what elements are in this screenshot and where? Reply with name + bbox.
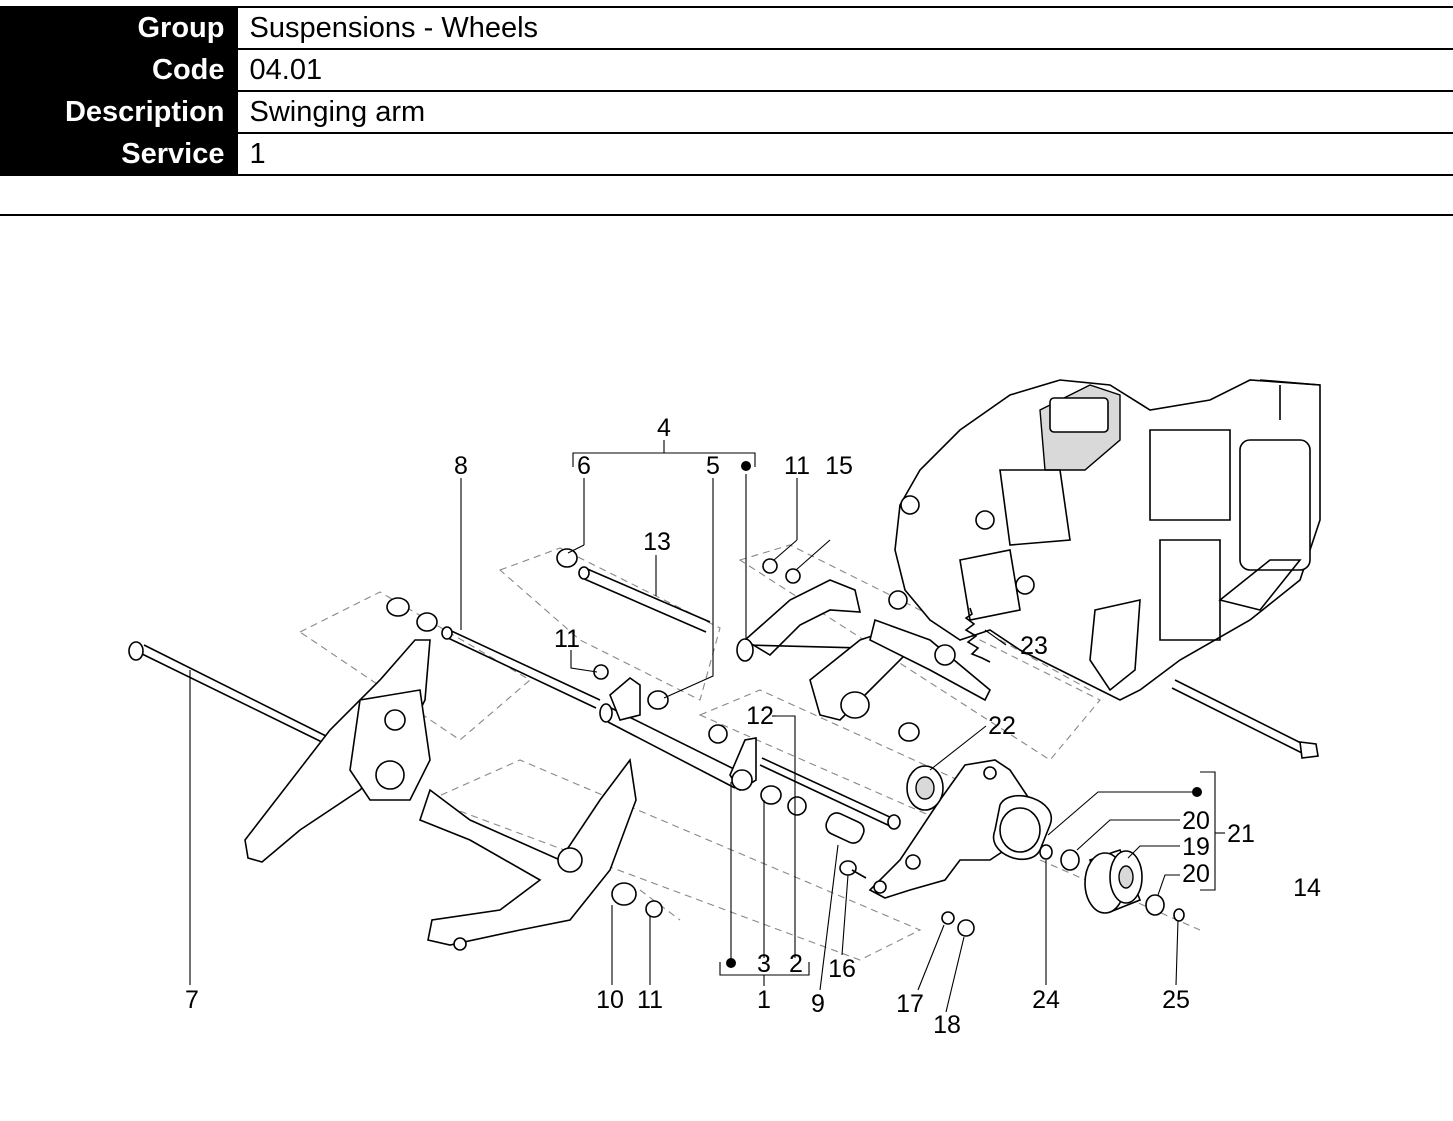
callout-20-lower: 20 — [1182, 860, 1210, 888]
callout-labels: 1 2 3 4 5 6 7 8 9 10 11 11 11 12 13 14 1… — [185, 414, 1321, 1039]
silentblock-bracket — [868, 759, 1053, 899]
part-7-long-bolt — [128, 641, 331, 746]
group-label: Group — [0, 6, 236, 50]
callout-14: 14 — [1293, 874, 1321, 902]
callout-20-upper: 20 — [1182, 807, 1210, 835]
callout-6: 6 — [577, 452, 591, 480]
info-row-description: Description Swinging arm — [0, 90, 1453, 134]
callout-24: 24 — [1032, 986, 1060, 1014]
callout-11-upper: 11 — [784, 452, 810, 480]
part-13-shaft — [578, 566, 711, 633]
description-value: Swinging arm — [234, 90, 1453, 134]
callout-11-middle: 11 — [554, 625, 580, 653]
callout-25: 25 — [1162, 986, 1190, 1014]
code-value: 04.01 — [234, 48, 1453, 92]
part-16-bolt — [839, 860, 867, 879]
callout-16: 16 — [828, 955, 856, 983]
service-value: 1 — [234, 132, 1453, 176]
group-value: Suspensions - Wheels — [234, 6, 1453, 50]
callout-5: 5 — [706, 452, 720, 480]
info-row-service: Service 1 — [0, 132, 1453, 176]
code-label: Code — [0, 48, 236, 92]
part-1-pivot-tube — [599, 676, 757, 792]
callout-19: 19 — [1182, 833, 1210, 861]
service-label: Service — [0, 132, 236, 176]
part-23-spring — [964, 607, 991, 663]
callout-15: 15 — [825, 452, 853, 480]
description-label: Description — [0, 90, 236, 134]
callout-18: 18 — [933, 1011, 961, 1039]
part-12-bolt — [759, 757, 901, 830]
part-8-shaft — [441, 626, 601, 709]
info-row-code: Code 04.01 — [0, 48, 1453, 92]
swing-arm-frame — [244, 639, 637, 951]
small-parts — [386, 548, 1185, 937]
callout-11-lower: 11 — [637, 986, 663, 1014]
callout-2: 2 — [789, 950, 803, 978]
leader-lines — [189, 440, 1225, 1013]
callout-17: 17 — [896, 990, 924, 1018]
callout-22: 22 — [988, 712, 1016, 740]
callout-8: 8 — [454, 452, 468, 480]
callout-21: 21 — [1227, 820, 1255, 848]
rear-swing-link — [736, 579, 991, 721]
callout-7: 7 — [185, 986, 199, 1014]
callout-9: 9 — [811, 990, 825, 1018]
callout-3: 3 — [757, 950, 771, 978]
callout-12: 12 — [746, 702, 774, 730]
callout-4: 4 — [657, 414, 671, 442]
part-14-long-bolt — [1171, 679, 1319, 759]
callout-23: 23 — [1020, 632, 1048, 660]
part-9-spacer — [825, 812, 865, 844]
callout-13: 13 — [643, 528, 671, 556]
callout-10: 10 — [596, 986, 624, 1014]
callout-1: 1 — [757, 986, 771, 1014]
info-row-group: Group Suspensions - Wheels — [0, 6, 1453, 50]
engine-unit — [888, 379, 1321, 701]
info-table: Group Suspensions - Wheels Code 04.01 De… — [0, 6, 1453, 176]
part-19-silent-block — [1084, 849, 1143, 914]
separator-rule — [0, 214, 1453, 216]
